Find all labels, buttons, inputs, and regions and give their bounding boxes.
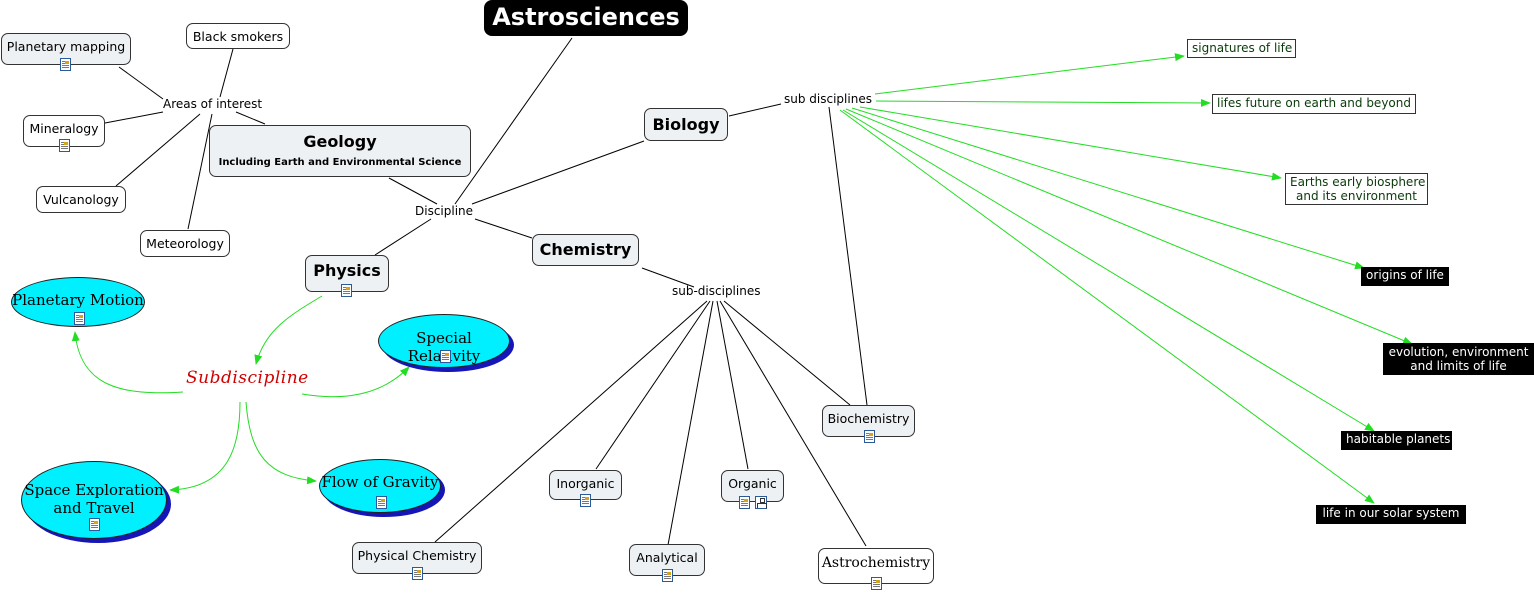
meteorology-label: Meteorology [146,236,224,251]
space-exploration-label-line1: Space Exploration [24,481,164,499]
document-icon[interactable] [376,496,387,509]
document-icon[interactable] [341,284,352,297]
analytical-node[interactable]: Analytical [629,544,705,576]
chemistry-sub-disciplines-label: sub-disciplines [672,284,761,298]
astrochemistry-label: Astrochemistry [821,555,931,571]
document-icon[interactable] [89,518,100,531]
meteorology-node[interactable]: Meteorology [140,230,230,257]
flow-of-gravity-node[interactable]: Flow of Gravity [319,459,441,513]
inorganic-node[interactable]: Inorganic [549,470,622,500]
life-in-solar-system-box[interactable]: life in our solar system [1316,505,1466,524]
subdiscipline-label: Subdiscipline [186,368,309,388]
black-smokers-label: Black smokers [192,29,284,44]
planetary-motion-node[interactable]: Planetary Motion [11,277,145,327]
areas-of-interest-label: Areas of interest [163,97,263,111]
physical-chemistry-label: Physical Chemistry [357,548,477,563]
document-icon[interactable] [60,58,71,71]
discipline-label: Discipline [415,204,474,218]
biochemistry-label: Biochemistry [827,411,910,426]
habitable-planets-box[interactable]: habitable planets [1341,431,1452,450]
earths-early-biosphere-line1: Earths early biosphere [1290,175,1426,189]
document-icon[interactable] [739,496,750,509]
lifes-future-box[interactable]: lifes future on earth and beyond [1212,94,1416,114]
planetary-motion-label: Planetary Motion [12,291,144,309]
earths-early-biosphere-box[interactable]: Earths early biosphere and its environme… [1285,173,1428,205]
biology-label: Biology [652,115,720,134]
vulcanology-node[interactable]: Vulcanology [36,186,126,213]
chemistry-node[interactable]: Chemistry [532,234,639,266]
organic-node[interactable]: Organic [721,470,784,502]
document-icon[interactable] [580,494,591,507]
signatures-of-life-box[interactable]: signatures of life [1187,39,1296,58]
black-smokers-node[interactable]: Black smokers [186,23,290,49]
special-relativity-node[interactable]: Special Relativity [378,314,510,368]
document-icon[interactable] [412,567,423,580]
geology-title: Geology [303,132,377,151]
evolution-environment-box[interactable]: evolution, environment and limits of lif… [1383,343,1534,375]
earths-early-biosphere-line2: and its environment [1296,189,1417,203]
document-icon[interactable] [440,350,451,363]
chemistry-label: Chemistry [539,240,632,259]
evolution-line1: evolution, environment [1388,345,1529,359]
evolution-line2: and limits of life [1410,359,1507,373]
space-exploration-label-line2: and Travel [53,499,135,517]
astrosciences-title[interactable]: Astrosciences [484,0,688,36]
document-icon[interactable] [74,312,85,325]
vulcanology-label: Vulcanology [43,192,119,207]
planetary-mapping-node[interactable]: Planetary mapping [1,33,131,65]
biology-sub-disciplines-label: sub disciplines [784,92,872,106]
organic-label: Organic [728,476,777,491]
document-icon[interactable] [864,430,875,443]
concept-map-icon[interactable] [755,496,767,509]
space-exploration-node[interactable]: Space Exploration and Travel [21,461,167,539]
physics-label: Physics [313,261,381,280]
biology-node[interactable]: Biology [644,108,728,141]
document-icon[interactable] [59,139,70,152]
document-icon[interactable] [871,577,882,590]
mineralogy-label: Mineralogy [29,121,99,136]
document-icon[interactable] [662,569,673,582]
flow-of-gravity-label: Flow of Gravity [321,473,439,491]
analytical-label: Analytical [636,550,698,565]
inorganic-label: Inorganic [556,476,615,491]
planetary-mapping-label: Planetary mapping [6,39,126,54]
origins-of-life-box[interactable]: origins of life [1361,267,1449,286]
geology-node[interactable]: Geology Including Earth and Environmenta… [209,125,471,177]
geology-subtitle: Including Earth and Environmental Scienc… [218,157,462,168]
